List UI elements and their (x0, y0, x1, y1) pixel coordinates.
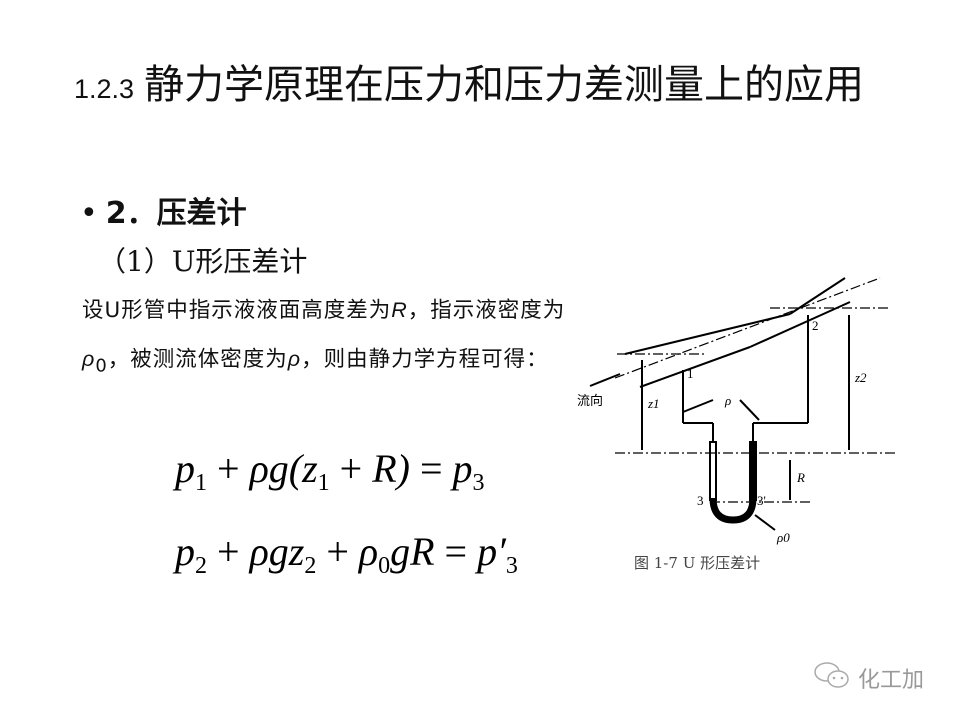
bullet-text: 2．压差计 (105, 196, 247, 231)
symbol-R: R (391, 298, 408, 322)
equation-2: p2+ρgz2+ρ0gR=p′3 (175, 529, 518, 579)
equation-1: p1+ρg(z1+R)=p3 (175, 446, 485, 496)
text: ，被测流体密度为 (107, 347, 288, 372)
symbol-rho: ρ (287, 347, 302, 371)
slide-title: 1.2.3 静力学原理在压力和压力差测量上的应用 (74, 58, 874, 116)
label-z1: z1 (647, 396, 660, 411)
label-flow: 流向 (577, 393, 603, 408)
label-2: 2 (812, 318, 819, 333)
label-rho0: ρ0 (776, 530, 790, 545)
subheading: （1）U形压差计 (98, 245, 308, 278)
label-R: R (796, 470, 805, 485)
bullet-icon: • (80, 196, 98, 231)
wechat-icon (812, 660, 852, 696)
bullet-heading: •2．压差计 (80, 188, 247, 232)
label-z2: z2 (854, 370, 867, 385)
symbol-rho0: ρ (82, 347, 96, 371)
text: ，则由静力学方程可得： (301, 347, 549, 372)
watermark: 化工加 (812, 660, 924, 696)
body-paragraph: 设U形管中指示液液面高度差为R，指示液密度为ρ0，被测流体密度为ρ，则由静力学方… (82, 286, 572, 390)
text: 设U形管中指示液液面高度差为 (82, 298, 392, 323)
subscript: 0 (95, 355, 108, 377)
text: ，指示液密度为 (407, 298, 566, 323)
figure-caption: 图 1-7 U 形压差计 (634, 554, 761, 572)
section-number: 1.2.3 (74, 74, 135, 104)
watermark-text: 化工加 (858, 668, 925, 693)
u-tube-manometer-diagram: 流向 1 2 z1 z2 ρ R 3 3' ρ0 (577, 277, 895, 545)
label-3: 3 (697, 493, 704, 508)
label-rho: ρ (724, 393, 731, 408)
label-3prime: 3' (757, 493, 766, 508)
label-1: 1 (687, 366, 694, 381)
title-text: 静力学原理在压力和压力差测量上的应用 (144, 62, 865, 108)
